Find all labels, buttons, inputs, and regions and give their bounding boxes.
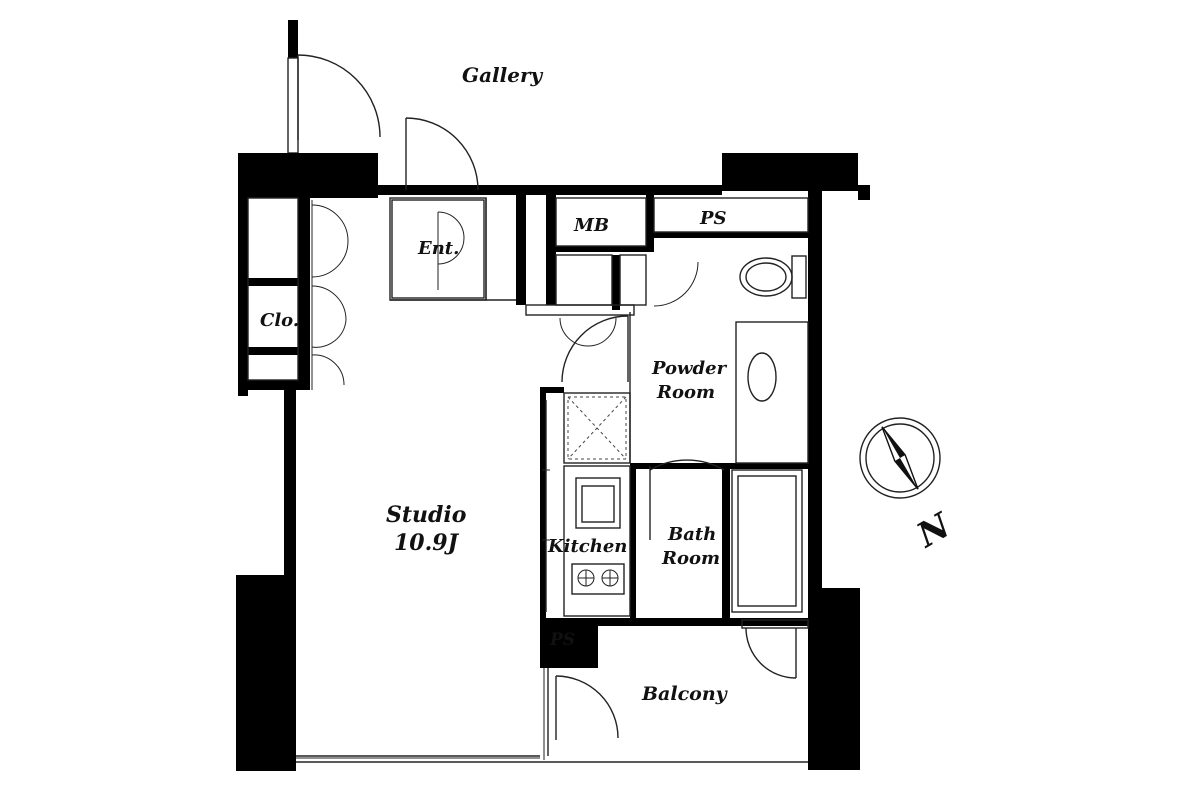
bath-room-label-line2: Room [661, 548, 720, 569]
bath-room [649, 459, 803, 613]
closet [247, 197, 349, 390]
studio-area [296, 668, 808, 763]
compass-icon [859, 417, 941, 499]
balcony-label: Balcony [641, 683, 729, 705]
ps-bottom-label: PS [549, 630, 575, 650]
entrance-area [389, 117, 516, 301]
structural-walls [236, 153, 870, 771]
gallery-door [287, 20, 381, 154]
studio-label-line1: Studio [386, 502, 466, 528]
powder-room-label-line2: Room [656, 382, 715, 403]
kitchen-label: Kitchen [547, 536, 627, 557]
north-label: N [910, 505, 959, 557]
closet-label: Clo. [260, 310, 299, 331]
gallery-label: Gallery [462, 63, 543, 87]
entrance-label: Ent. [417, 238, 459, 259]
powder-room [735, 255, 809, 464]
bath-room-label-line1: Bath [667, 524, 716, 545]
studio-label-line2: 10.9J [394, 530, 460, 556]
balcony-doors [555, 619, 809, 740]
kitchen-area [542, 392, 631, 617]
ps-top-label: PS [699, 208, 727, 229]
powder-room-label-line1: Powder [651, 358, 728, 379]
mb-label: MB [573, 215, 609, 236]
hall-doors [525, 304, 635, 463]
